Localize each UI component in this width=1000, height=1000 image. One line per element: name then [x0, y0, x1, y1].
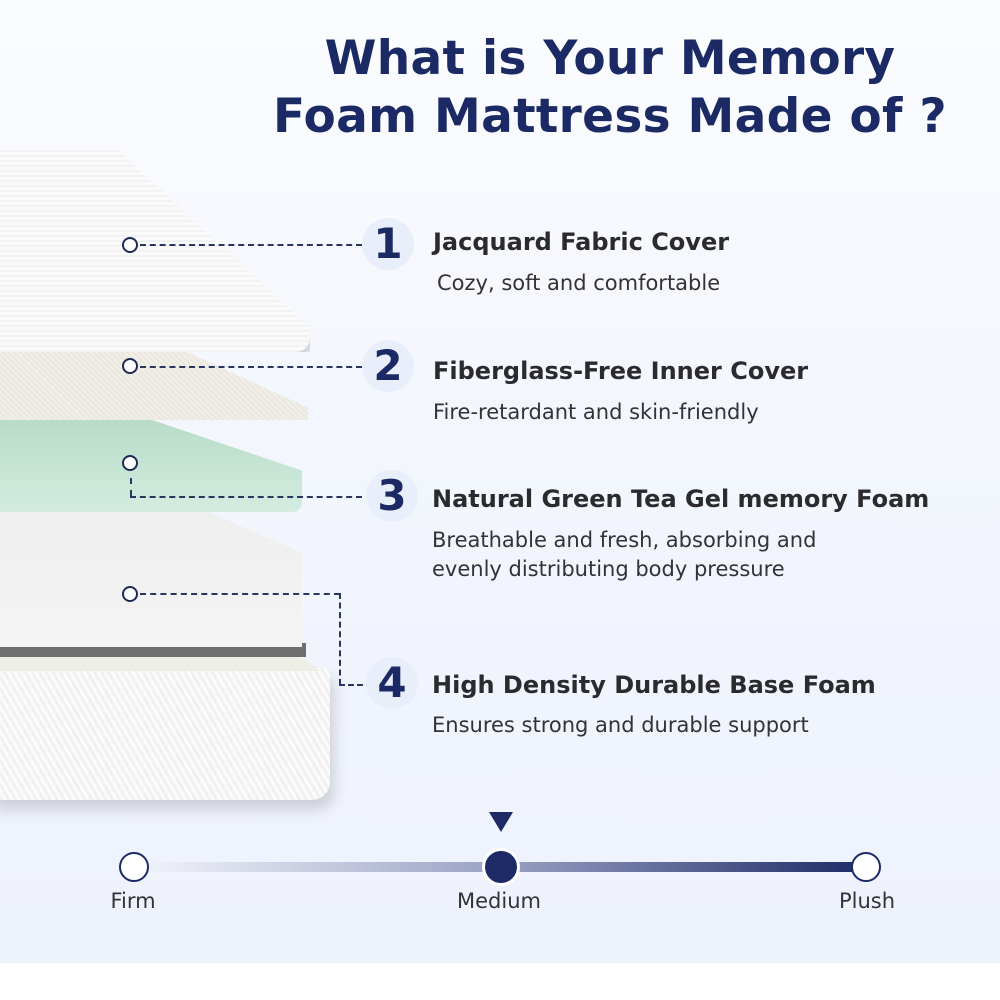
triangle-down-icon: [489, 812, 513, 832]
scale-label-firm: Firm: [110, 889, 156, 913]
plush-marker: [851, 852, 881, 882]
leader-line-4-top: [140, 593, 340, 595]
scale-label-plush: Plush: [838, 889, 896, 913]
item-title-1: Jacquard Fabric Cover: [433, 228, 730, 256]
number-badge-2: 2: [362, 340, 414, 392]
item-desc-1: Cozy, soft and comfortable: [437, 271, 721, 295]
title-line-1: What is Your Memory: [324, 31, 896, 86]
item-desc-3-line-2: evenly distributing body pressure: [432, 557, 785, 581]
leader-line-3-vertical: [130, 478, 132, 496]
medium-marker-selected: [482, 848, 520, 886]
callout-dot-1: [122, 237, 138, 253]
number-badge-4: 4: [366, 657, 418, 709]
item-title-3: Natural Green Tea Gel memory Foam: [432, 485, 930, 513]
leader-line-1: [140, 244, 362, 246]
item-title-2: Fiberglass-Free Inner Cover: [433, 357, 809, 385]
callout-dot-2: [122, 358, 138, 374]
callout-dot-3: [122, 455, 138, 471]
base-cover-layer: [0, 668, 330, 800]
number-badge-1: 1: [362, 218, 414, 270]
title-line-2: Foam Mattress Made of ?: [273, 89, 947, 144]
base-foam-layer: [0, 512, 302, 647]
scale-label-medium: Medium: [457, 889, 541, 913]
leader-line-4-bottom: [339, 684, 363, 686]
page-title: What is Your Memory Foam Mattress Made o…: [250, 30, 970, 146]
leader-line-2: [140, 366, 362, 368]
number-badge-3: 3: [366, 470, 418, 522]
firm-marker: [119, 852, 149, 882]
item-desc-3-line-1: Breathable and fresh, absorbing and: [432, 528, 817, 552]
item-desc-2: Fire-retardant and skin-friendly: [433, 400, 759, 424]
item-desc-4: Ensures strong and durable support: [432, 713, 809, 737]
leader-line-4-vertical: [339, 593, 341, 685]
callout-dot-4: [122, 586, 138, 602]
inner-cover-lip: [0, 657, 320, 671]
leader-line-3: [130, 496, 362, 498]
item-title-4: High Density Durable Base Foam: [432, 671, 876, 699]
